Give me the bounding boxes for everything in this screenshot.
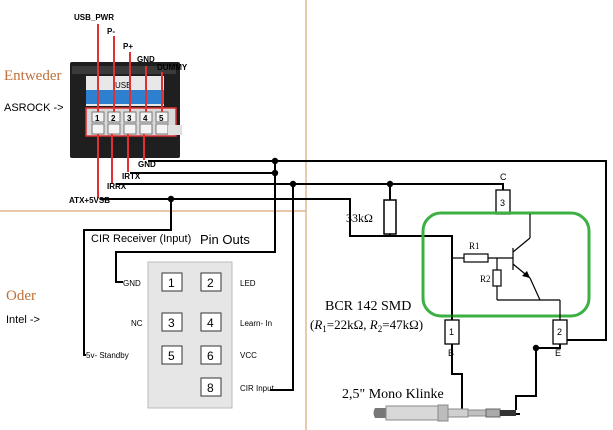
wire-label-gnd: GND [138,160,156,169]
cir-pin-8: 8 [207,381,214,395]
r1-label: R1 [469,241,480,251]
usb-pin-number-5: 5 [159,114,164,123]
cir-label-5v-standby: 5v- Standby [86,351,129,360]
board-label-asrock: ASROCK -> [4,102,64,114]
cir-label-nc: NC [131,319,143,328]
junction-dots [167,157,540,352]
pin-3-number: 3 [500,198,505,208]
wire-label-atx-5vsb: ATX+5VSB [69,196,110,205]
cir-title: CIR Receiver (Input) [91,233,191,245]
resistor-33k [383,199,397,235]
usb-pin-label-gnd: GND [137,55,155,64]
usb-red-wires [97,24,163,198]
usb-header-label: USB [115,81,131,90]
cir-label-vcc: VCC [240,351,257,360]
cir-label-gnd: GND [123,279,141,288]
cir-pin-2: 2 [207,276,214,290]
r2-label: R2 [480,274,491,284]
cir-label-led: LED [240,279,256,288]
transistor-name: BCR 142 SMD [325,299,411,314]
cir-connector: 1 2 3 4 5 6 8 [147,261,233,409]
section-title-top: Entweder [4,68,61,84]
terminal-letter-b: B [448,348,454,358]
cir-pin-3: 3 [168,316,175,330]
board-label-intel: Intel -> [6,314,40,326]
pin-2-box [552,319,568,345]
pin-1-number: 1 [449,327,454,337]
cir-label-cir-input: CIR Input [240,384,275,393]
usb-pin-label-p-plus: P+ [123,42,133,51]
transistor-outline [421,211,591,318]
usb-header-photo: USB 1 2 3 4 5 [70,62,182,158]
usb-pin-label-dummy: DUMMY [157,63,188,72]
usb-pin-number-3: 3 [127,114,132,123]
terminal-letter-e: E [555,348,561,358]
usb-pin-label-usb-pwr: USB_PWR [74,13,114,22]
usb-pin-number-1: 1 [95,114,100,123]
pin-1-box [444,319,460,345]
cir-label-learn-in: Learn- In [240,319,272,328]
cir-pin-1: 1 [168,276,175,290]
mono-jack-plug [373,404,516,422]
usb-pin-number-4: 4 [143,114,148,123]
transistor-values: (R1=22kΩ, R2=47kΩ) [310,317,423,334]
usb-pin-label-p-minus: P- [107,27,115,36]
resistor-33k-label: 33kΩ [346,211,373,225]
section-title-bottom: Oder [6,288,36,304]
terminal-letter-c: C [500,172,507,182]
cir-subtitle: Pin Outs [200,232,250,247]
transistor-internals [451,214,561,322]
pin-2-number: 2 [557,327,562,337]
wire-label-irrx: IRRX [107,182,127,191]
emitter-arrow [522,271,530,278]
usb-pin-number-2: 2 [111,114,116,123]
cir-pin-6: 6 [207,349,214,363]
wire-label-irtx: IRTX [122,172,141,181]
jack-label: 2,5" Mono Klinke [342,387,444,402]
cir-pin-4: 4 [207,316,214,330]
cir-pin-5: 5 [168,349,175,363]
